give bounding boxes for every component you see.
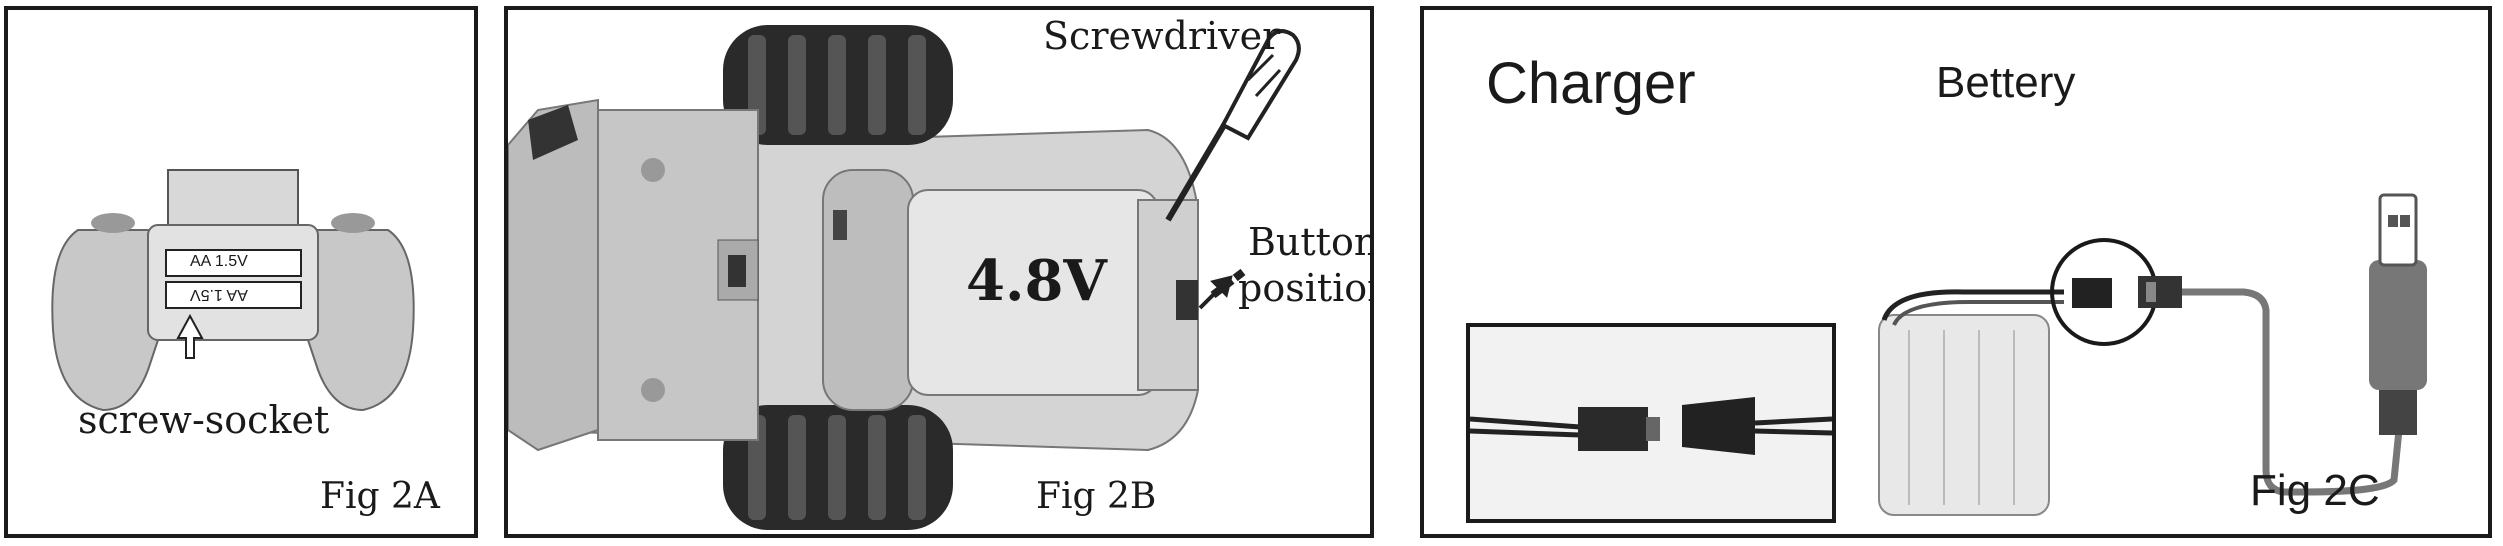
screwdriver-label: Screwdriver (1043, 14, 1281, 58)
screw-socket-arrow (176, 313, 204, 359)
fig-2b-caption: Fig 2B (1036, 476, 1157, 517)
charger-label: Charger (1486, 51, 1696, 116)
battery-and-charger-illustration (1878, 193, 2427, 516)
fig-2c-panel: Charger Bettery (1420, 6, 2492, 538)
voltage-label: 4.8V (966, 248, 1107, 314)
button-label-line1: Button (1248, 220, 1374, 264)
fig-2c-caption: Fig 2C (2250, 466, 2380, 515)
fig-2a-caption: Fig 2A (320, 476, 440, 517)
battery-label: Bettery (1936, 58, 2076, 107)
button-label-line2: position (1238, 266, 1370, 310)
fig-2a-panel: AA 1.5V AA 1.5V screw-socket Fig 2A (4, 6, 478, 538)
car-underside-illustration (508, 25, 1301, 530)
screw-socket-label: screw-socket (78, 398, 330, 442)
battery-top-label: AA 1.5V (190, 253, 248, 270)
controller-illustration (51, 169, 415, 412)
connector-inset-photo (1466, 323, 1836, 523)
fig-2b-panel: Screwdriver 4.8V Button position Fig 2B (504, 6, 1374, 538)
battery-bottom-label: AA 1.5V (190, 286, 248, 303)
